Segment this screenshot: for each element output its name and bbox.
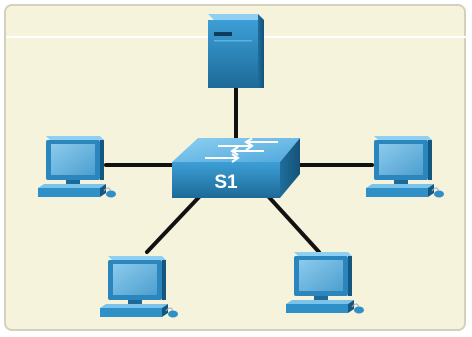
server-icon <box>208 14 264 88</box>
links <box>104 86 374 254</box>
pc-icon <box>99 255 179 318</box>
link-switch-pc-bottom-right <box>266 194 321 254</box>
switch-arrows-icon <box>205 137 278 163</box>
pc-icon <box>365 135 445 198</box>
pc-icon <box>37 135 117 198</box>
link-switch-pc-bottom-left <box>145 194 202 254</box>
switch-icon: S1 <box>172 137 300 198</box>
switch-label: S1 <box>214 172 238 193</box>
pc-icon <box>285 251 365 314</box>
